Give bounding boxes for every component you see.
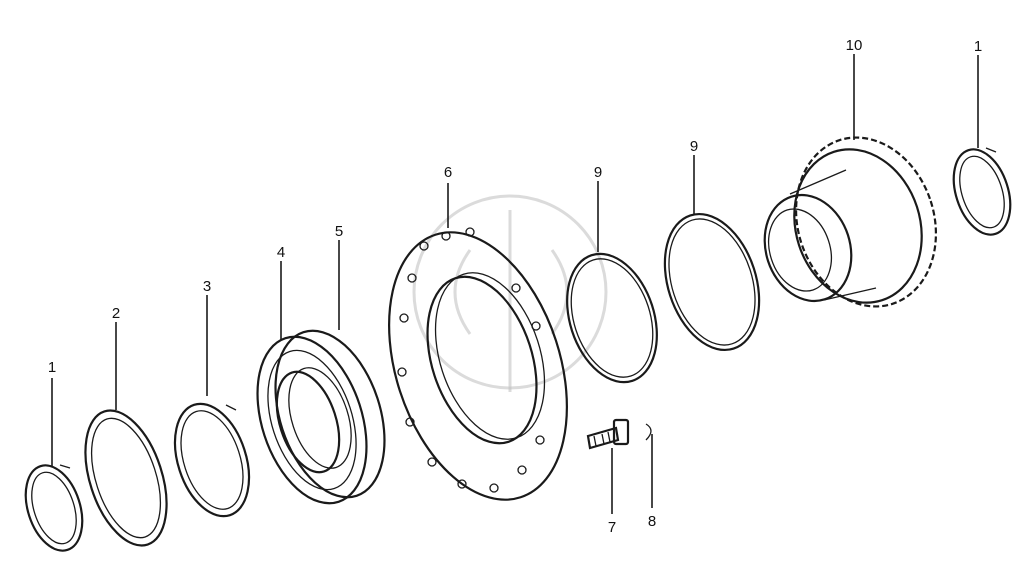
- gear-part-10: [763, 136, 938, 308]
- callout-1-right: 1: [974, 38, 982, 55]
- callout-1-left: 1: [48, 359, 56, 376]
- ring-part-2: [84, 409, 168, 547]
- snap-ring-part-3: [173, 402, 251, 518]
- o-ring-9a: [566, 252, 658, 384]
- callout-9-right: 9: [690, 138, 698, 155]
- washer-part-8: [645, 423, 652, 441]
- callout-labels: 1 2 3 4 5 6 9 9 10 1 7 8: [48, 37, 982, 536]
- callout-7: 7: [608, 519, 616, 536]
- flange-plate: [388, 227, 568, 501]
- snap-ring-right: [952, 147, 1012, 236]
- leader-lines: [51, 54, 979, 514]
- callout-4: 4: [277, 244, 285, 261]
- snap-ring-left: [24, 464, 84, 552]
- bolt-part-7: [586, 418, 630, 450]
- callout-8: 8: [648, 513, 656, 530]
- roller-bearing: [256, 329, 386, 505]
- callout-10: 10: [846, 37, 863, 54]
- callout-9-left: 9: [594, 164, 602, 181]
- bolt-holes: [397, 227, 545, 493]
- callout-6: 6: [444, 164, 452, 181]
- callout-3: 3: [203, 278, 211, 295]
- callout-5: 5: [335, 223, 343, 240]
- callout-2: 2: [112, 305, 120, 322]
- o-ring-9b: [663, 212, 761, 352]
